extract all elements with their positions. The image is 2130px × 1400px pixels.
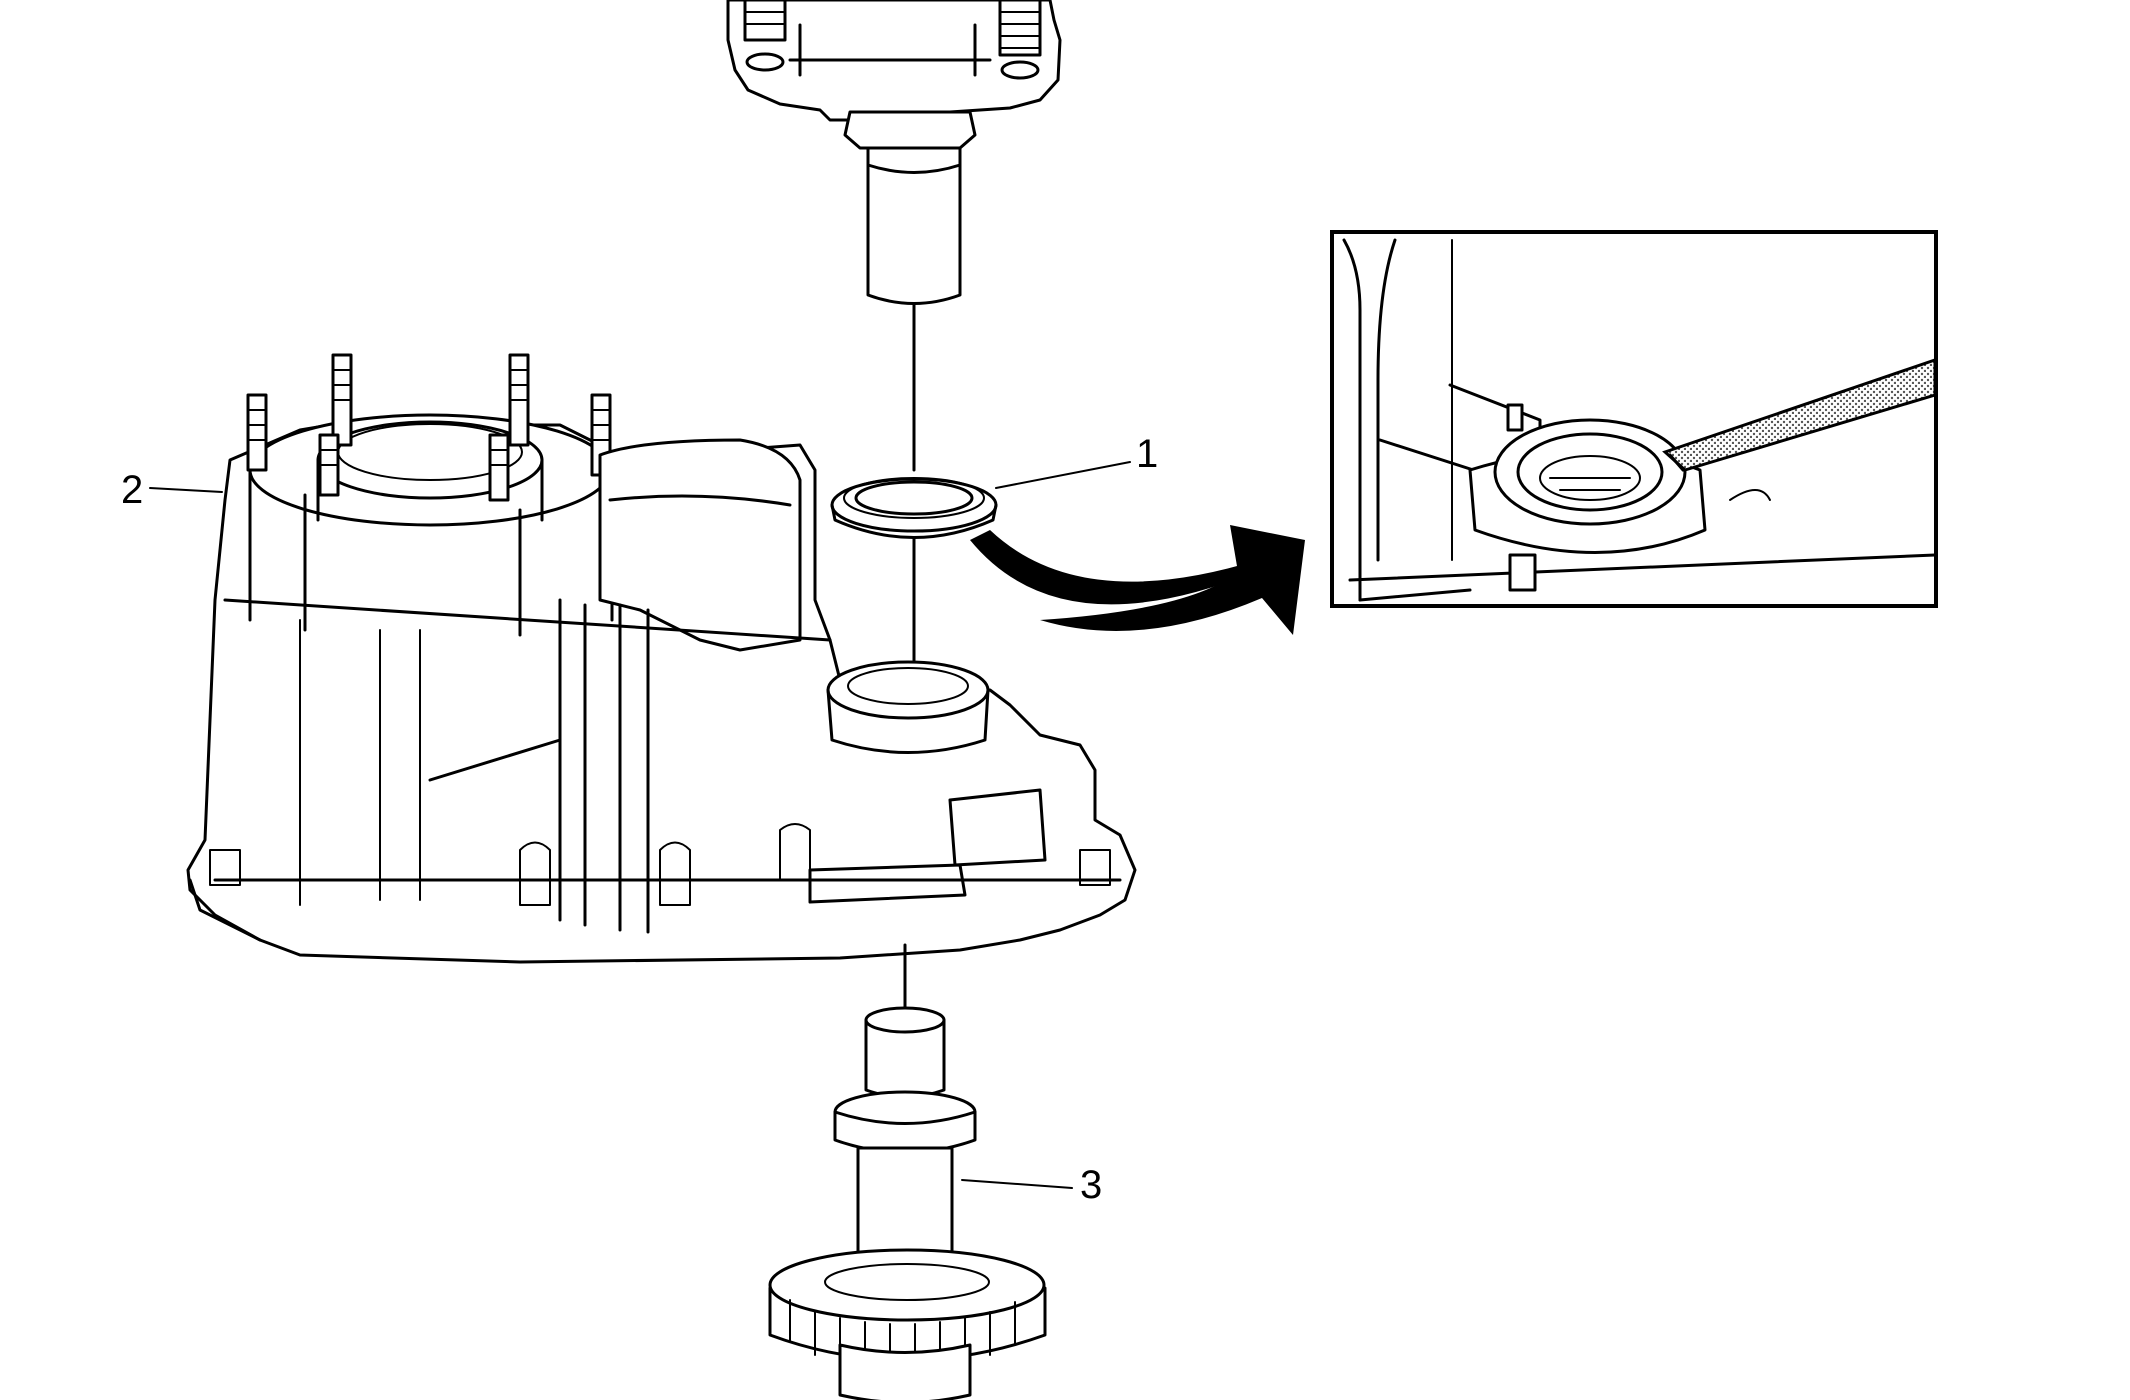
screwdriver-icon bbox=[1662, 357, 1937, 472]
stud-3 bbox=[508, 353, 530, 447]
output-shaft-gear bbox=[768, 1006, 1047, 1400]
callout-1-leader bbox=[995, 461, 1131, 489]
inset-seal bbox=[1493, 418, 1687, 526]
callout-2-leader bbox=[149, 487, 223, 493]
flange-bolt-left bbox=[743, 0, 787, 72]
stud-5 bbox=[318, 433, 340, 497]
flange-bolt-right bbox=[998, 0, 1042, 80]
callout-1-label: 1 bbox=[1136, 432, 1158, 476]
drive-gear bbox=[768, 1248, 1047, 1369]
output-bore bbox=[826, 660, 990, 754]
transfer-case-housing bbox=[186, 353, 1137, 964]
stud-2 bbox=[331, 353, 353, 447]
callout-3-leader bbox=[961, 1179, 1073, 1189]
stud-1 bbox=[246, 393, 268, 472]
seal-installer-tool bbox=[726, 0, 1062, 305]
callout-2-label: 2 bbox=[121, 468, 143, 512]
callout-3-label: 3 bbox=[1080, 1163, 1102, 1207]
stud-6 bbox=[488, 433, 510, 502]
detail-arrow bbox=[970, 525, 1305, 635]
inset-detail-view bbox=[1330, 230, 1938, 608]
oil-seal bbox=[830, 477, 998, 539]
